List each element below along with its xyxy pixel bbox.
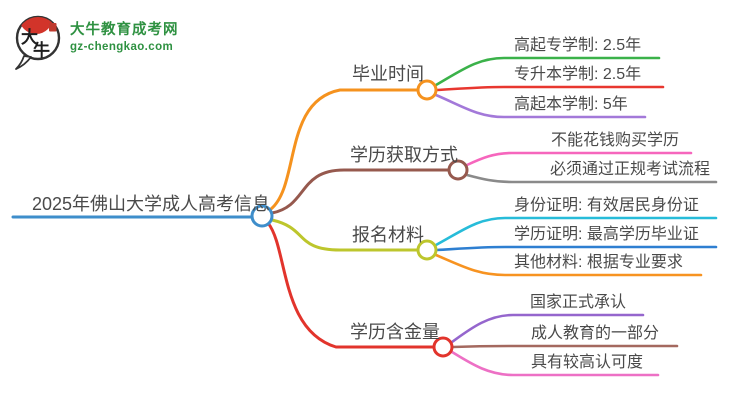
leaf-3-2-connector bbox=[450, 350, 660, 377]
logo-mark-char-top: 大 bbox=[21, 27, 38, 47]
root-node-circle[interactable] bbox=[250, 204, 274, 228]
leaf-1-0-label: 不能花钱购买学历 bbox=[551, 132, 680, 149]
logo-mark-char-bottom: 牛 bbox=[33, 40, 50, 60]
leaf-1-0-connector bbox=[465, 151, 693, 167]
leaf-2-2-connector bbox=[434, 253, 703, 277]
branch-1-label: 学历获取方式 bbox=[350, 145, 458, 165]
logo-site-title: 大牛教育成考网 bbox=[70, 22, 179, 38]
leaf-2-0-connector bbox=[434, 216, 718, 247]
leaf-2-0-label: 身份证明: 有效居民身份证 bbox=[514, 197, 699, 214]
branch-0-node-circle[interactable] bbox=[416, 79, 438, 101]
leaf-2-2-label: 其他材料: 根据专业要求 bbox=[514, 254, 683, 271]
branch-0-connector bbox=[269, 88, 419, 211]
leaf-3-1-label: 成人教育的一部分 bbox=[531, 325, 660, 342]
branch-1-node-circle[interactable] bbox=[447, 159, 469, 181]
branch-1-connector bbox=[270, 168, 450, 215]
logo-seal-icon bbox=[49, 23, 57, 32]
logo-red-cap bbox=[19, 17, 53, 34]
leaf-1-1-label: 必须通过正规考试流程 bbox=[550, 161, 711, 178]
leaf-0-1-label: 专升本学制: 2.5年 bbox=[514, 66, 642, 83]
leaf-3-0-label: 国家正式承认 bbox=[530, 294, 627, 311]
leaf-0-0-label: 高起专学制: 2.5年 bbox=[514, 37, 642, 54]
leaf-3-1-connector bbox=[451, 344, 679, 349]
logo-site-domain: gz-chengkao.com bbox=[70, 40, 174, 53]
leaf-2-1-connector bbox=[435, 245, 718, 252]
leaf-3-2-label: 具有较高认可度 bbox=[531, 354, 644, 371]
branch-2-node-circle[interactable] bbox=[416, 239, 438, 261]
branch-2-connector bbox=[270, 218, 419, 252]
branch-3-connector bbox=[266, 221, 435, 349]
branch-3-label: 学历含金量 bbox=[350, 322, 440, 342]
leaf-3-0-connector bbox=[450, 313, 645, 344]
leaf-0-1-connector bbox=[435, 85, 665, 92]
branch-0-label: 毕业时间 bbox=[352, 64, 424, 84]
root-node-label: 2025年佛山大学成人高考信息 bbox=[32, 194, 271, 214]
leaf-1-1-connector bbox=[465, 173, 718, 184]
leaf-0-2-connector bbox=[434, 93, 647, 119]
leaf-2-1-label: 学历证明: 最高学历毕业证 bbox=[514, 226, 699, 243]
logo-bubble-tail bbox=[15, 55, 32, 70]
branch-2-label: 报名材料 bbox=[352, 225, 424, 245]
daniu-logo-icon: 大 牛 bbox=[15, 15, 61, 70]
site-logo: 大 牛 大牛教育成考网 gz-chengkao.com bbox=[13, 12, 179, 70]
leaf-0-0-connector bbox=[434, 56, 661, 87]
branch-3-node-circle[interactable] bbox=[432, 336, 454, 358]
leaf-0-2-label: 高起本学制: 5年 bbox=[514, 96, 628, 113]
